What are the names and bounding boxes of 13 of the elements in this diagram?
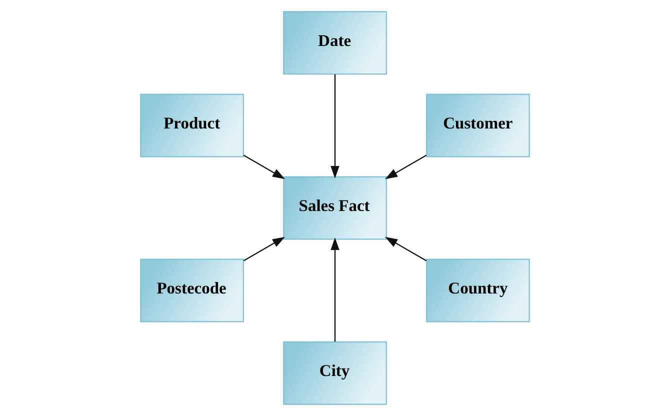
node-box: Postecode (140, 258, 244, 322)
node-box: Customer (426, 94, 530, 158)
node-box: City (283, 341, 387, 405)
arrow (243, 236, 286, 262)
arrow (384, 154, 427, 180)
node-box: Product (140, 94, 244, 158)
node-box: Sales Fact (283, 176, 387, 240)
arrow (330, 74, 340, 178)
node-box: Country (426, 258, 530, 322)
node-box: Date (283, 11, 387, 75)
arrow (330, 238, 340, 342)
arrow (243, 154, 286, 180)
arrow (384, 236, 427, 262)
